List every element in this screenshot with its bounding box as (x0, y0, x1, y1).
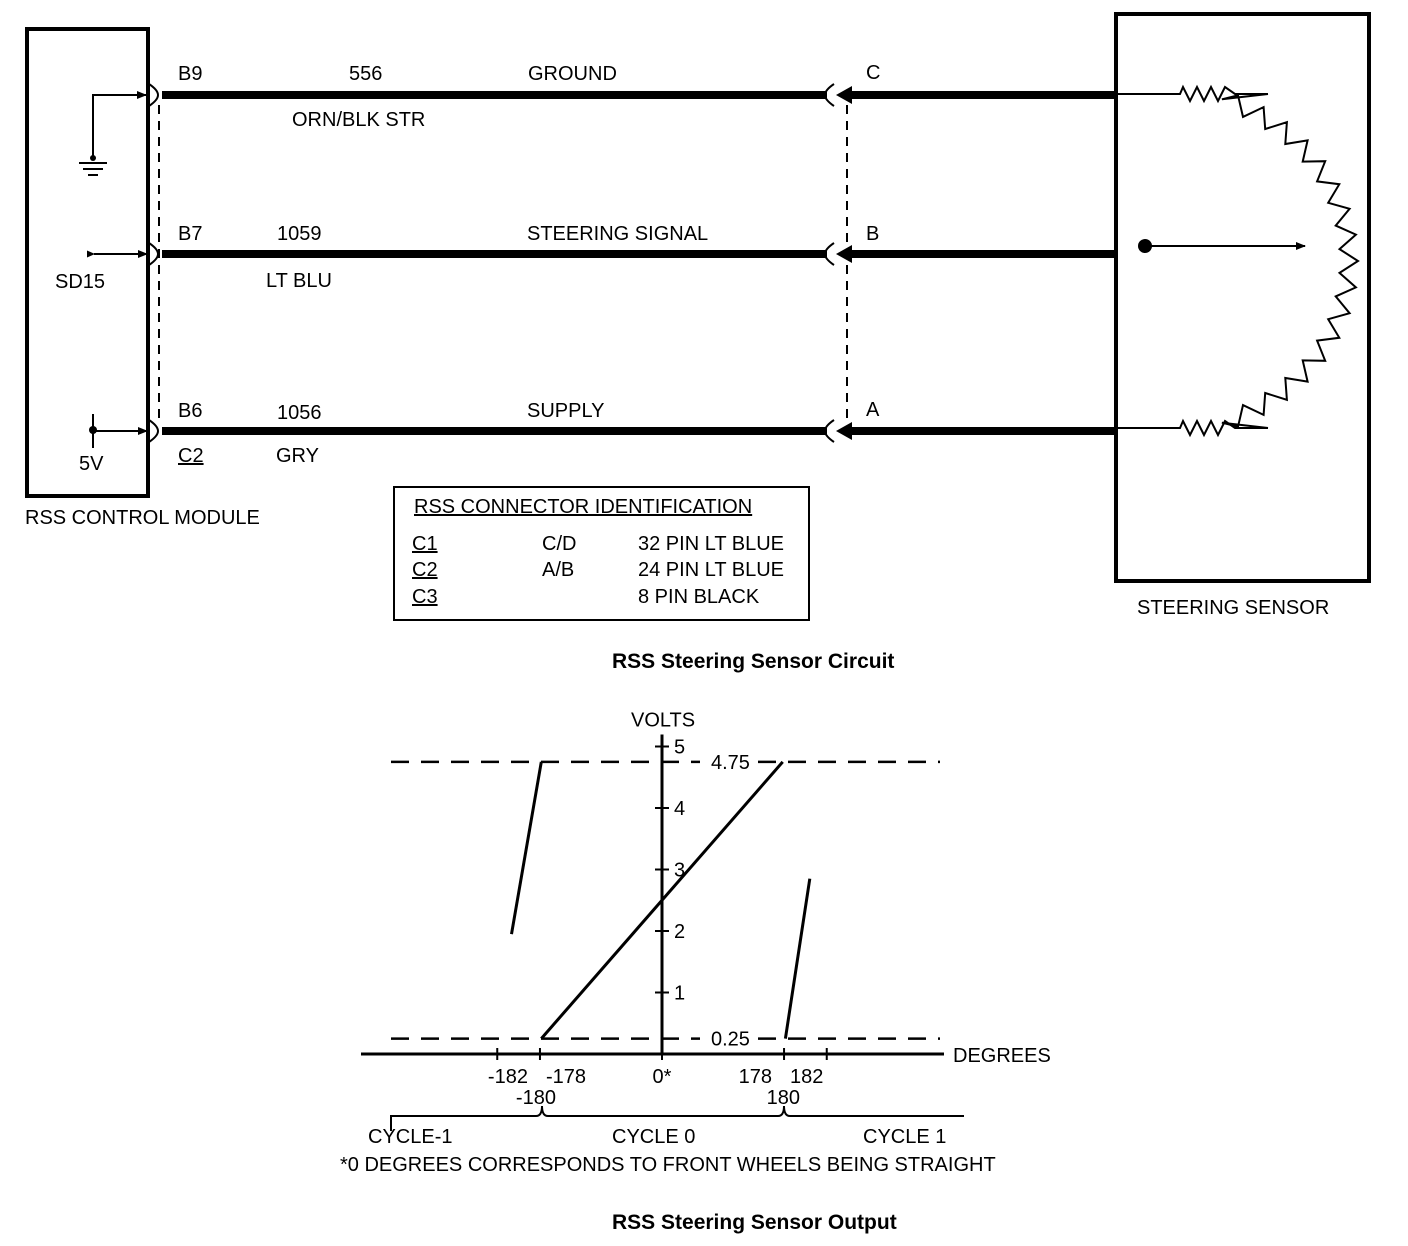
circuit-title: RSS Steering Sensor Circuit (612, 650, 894, 673)
pin-c-arrow-icon (836, 86, 852, 104)
module-terminal-c (148, 83, 160, 107)
wire-supply-name: SUPPLY (527, 400, 604, 422)
cycle-0-label: CYCLE 0 (612, 1126, 695, 1148)
x-tick-label: 0* (653, 1066, 672, 1088)
cycle-1-bracket (783, 1105, 964, 1117)
sensor-terminal-c (823, 83, 835, 107)
wire-ground-circuit: 556 (349, 63, 382, 85)
pin-b-arrow-icon (836, 245, 852, 263)
sensor-pin-c: C (866, 62, 880, 84)
y-tick-label: 3 (674, 860, 685, 882)
chart-labels: 1 2 3 4 5 -182 -178 0* 178 182 -180 180 DEGREES VOLTS… (488, 710, 1051, 1110)
rss-control-module: RSS CONTROL MODULE SD15 5V (25, 27, 260, 529)
x-tick-label: -178 (546, 1066, 586, 1088)
module-terminal-b7 (148, 242, 160, 266)
chart-footnote: *0 DEGREES CORRESPONDS TO FRONT WHEELS B… (340, 1154, 996, 1176)
sensor-pin-a: A (866, 399, 880, 421)
reference-label: 4.75 (711, 752, 750, 774)
chart-series (510, 760, 812, 1040)
series-line-1 (540, 760, 784, 1040)
potentiometer-icon (1116, 84, 1360, 438)
row-id: C3 (412, 586, 438, 608)
reference-label: 0.25 (711, 1029, 750, 1051)
cycle-brackets: CYCLE-1 CYCLE 0 CYCLE 1 (368, 1105, 964, 1148)
row-desc: 32 PIN LT BLUE (638, 533, 784, 555)
series-line-2 (783, 878, 812, 1039)
x-tick-label: 182 (790, 1066, 823, 1088)
cycle-minus1-label: CYCLE-1 (368, 1126, 452, 1148)
steering-sensor-box (1114, 12, 1371, 583)
table-row: C1 C/D 32 PIN LT BLUE (412, 533, 784, 555)
y-tick-label: 5 (674, 737, 685, 759)
row-code: C/D (542, 533, 576, 555)
x-tick-label: 178 (739, 1066, 772, 1088)
wire-signal-name: STEERING SIGNAL (527, 223, 708, 245)
wire-supply-color: GRY (276, 445, 319, 467)
row-desc: 8 PIN BLACK (638, 586, 760, 608)
wire-ground: B9 556 GROUND ORN/BLK STR C (148, 62, 1116, 131)
chart-title: RSS Steering Sensor Output (612, 1211, 897, 1234)
y-tick-label: 1 (674, 983, 685, 1005)
steering-sensor-label: STEERING SENSOR (1137, 597, 1329, 619)
pin-a-arrow-icon (836, 422, 852, 440)
ground-icon (79, 94, 140, 176)
row-id: C1 (412, 533, 438, 555)
y-tick-label: 2 (674, 921, 685, 943)
wire-ground-color: ORN/BLK STR (292, 109, 425, 131)
x-tick-label: -180 (516, 1087, 556, 1109)
steering-sensor: STEERING SENSOR (1114, 12, 1371, 619)
wire-signal-circuit: 1059 (277, 223, 322, 245)
wire-signal-pin: B7 (178, 223, 202, 245)
sensor-pin-b: B (866, 223, 879, 245)
output-chart: 1 2 3 4 5 -182 -178 0* 178 182 -180 180 DEGREES VOLTS… (361, 710, 1051, 1110)
connector-table-box (393, 486, 810, 621)
row-id: C2 (412, 559, 438, 581)
control-module-box (25, 27, 150, 498)
sd15-label: SD15 (55, 271, 105, 293)
row-desc: 24 PIN LT BLUE (638, 559, 784, 581)
control-module-label: RSS CONTROL MODULE (25, 507, 260, 529)
series-line-0 (510, 761, 543, 935)
wire-ground-pin: B9 (178, 63, 202, 85)
fivev-label: 5V (79, 453, 104, 475)
chart-axes (361, 734, 944, 1060)
wire-supply-circuit: 1056 (277, 402, 322, 424)
y-tick-label: 4 (674, 798, 685, 820)
x-tick-label: -182 (488, 1066, 528, 1088)
wire-supply-pin: B6 (178, 400, 202, 422)
wire-signal: B7 1059 STEERING SIGNAL LT BLU B (148, 223, 1116, 292)
table-row: C2 A/B 24 PIN LT BLUE (412, 559, 784, 581)
connector-table: RSS CONNECTOR IDENTIFICATION C1 C/D 32 P… (393, 486, 810, 621)
chart-reference-lines (391, 760, 940, 1040)
x-axis-label: DEGREES (953, 1045, 1051, 1067)
module-connector-id: C2 (178, 445, 204, 467)
row-code: A/B (542, 559, 574, 581)
table-row: C3 8 PIN BLACK (412, 586, 760, 608)
cycle-1-label: CYCLE 1 (863, 1126, 946, 1148)
wire-ground-name: GROUND (528, 63, 617, 85)
sensor-terminal-a (823, 419, 835, 443)
sensor-terminal-b (823, 242, 835, 266)
module-terminal-b6 (148, 419, 160, 443)
wire-supply: B6 1056 SUPPLY GRY A C2 (148, 399, 1116, 467)
x-tick-label: 180 (767, 1087, 800, 1109)
cycle-0-bracket (541, 1105, 785, 1117)
wire-signal-color: LT BLU (266, 270, 332, 292)
connector-table-title: RSS CONNECTOR IDENTIFICATION (414, 496, 752, 518)
y-axis-label: VOLTS (631, 710, 695, 732)
